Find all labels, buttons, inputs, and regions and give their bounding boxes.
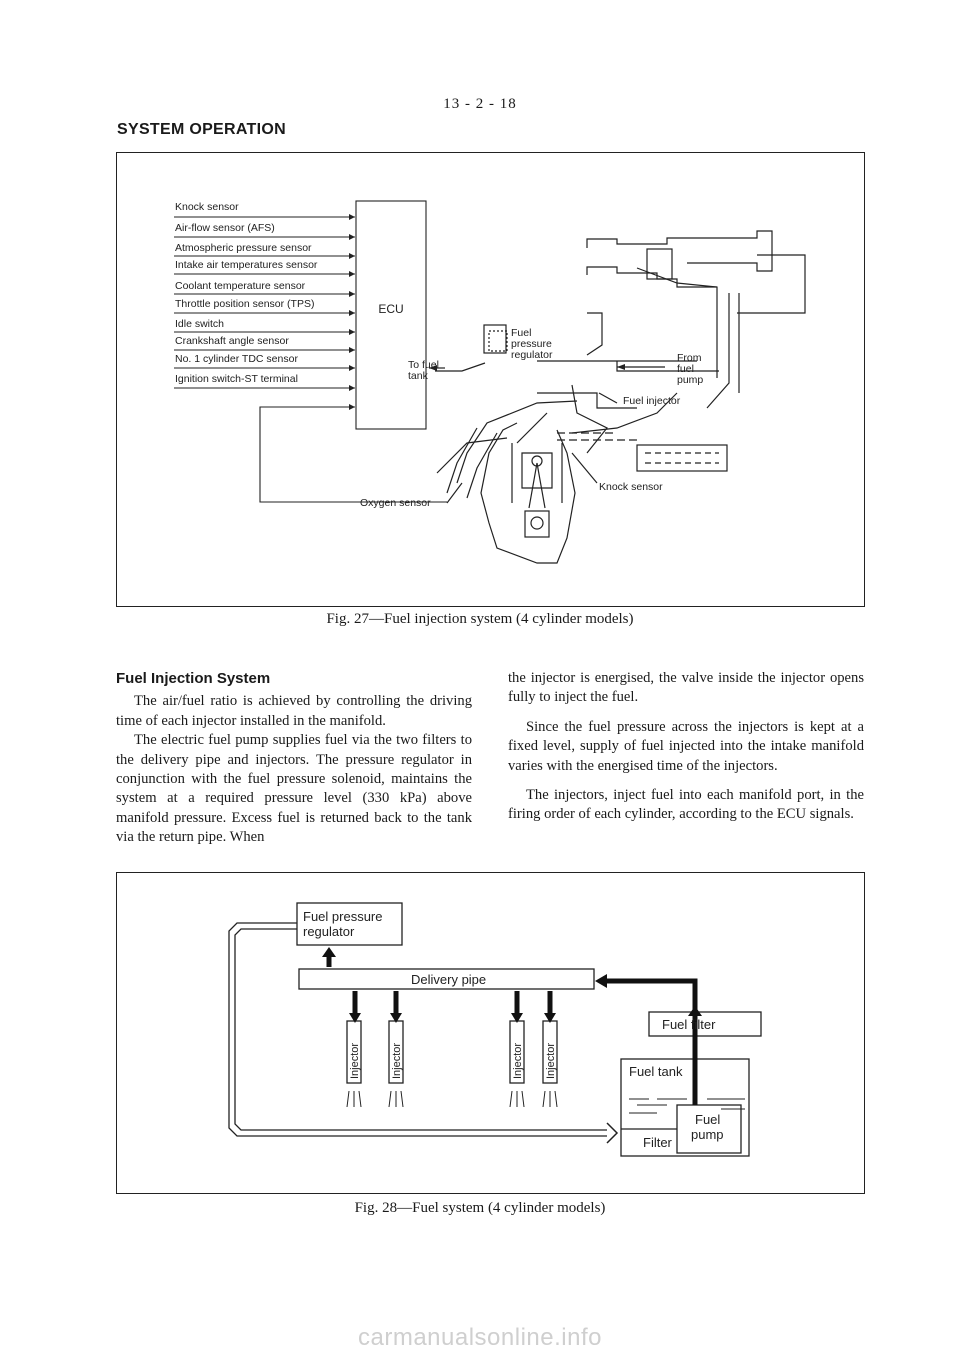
paragraph: The electric fuel pump supplies fuel via… [116, 732, 472, 846]
paragraph: the injector is energised, the valve ins… [508, 670, 864, 706]
injector-label: Injector [391, 1043, 403, 1079]
paragraph: Since the fuel pressure across the injec… [508, 718, 864, 774]
fuel-injector-label: Fuel injector [623, 395, 681, 407]
sensor-label: Idle switch [175, 318, 224, 330]
sensor-label: Atmospheric pressure sensor [175, 242, 312, 254]
fuel-system-diagram: Fuel pressure regulator Delivery pipe Fu… [228, 902, 762, 1157]
fuel-pump-label: Fuel [695, 1112, 720, 1127]
sensor-label: Crankshaft angle sensor [175, 335, 289, 347]
regulator-label: Fuel pressure [303, 909, 382, 924]
oxygen-sensor-label: Oxygen sensor [360, 497, 431, 509]
subheading: Fuel Injection System [116, 670, 271, 687]
to-fuel-tank-label: tank [408, 370, 429, 382]
paragraph: The air/fuel ratio is achieved by contro… [116, 693, 472, 729]
filter-label: Filter [643, 1135, 673, 1150]
paragraph: The injectors, inject fuel into each man… [508, 787, 864, 823]
sensor-label: Intake air temperatures sensor [175, 259, 318, 271]
sensor-label: No. 1 cylinder TDC sensor [175, 353, 298, 365]
sensor-label: Ignition switch-ST terminal [175, 373, 298, 385]
from-fuel-pump-label: fuel [677, 363, 694, 375]
text-column-left: Fuel Injection System The air/fuel ratio… [116, 669, 472, 848]
injector-label: Injector [349, 1043, 361, 1079]
fuel-tank-label: Fuel tank [629, 1064, 683, 1079]
to-fuel-tank-label: To fuel [408, 359, 439, 371]
sensor-label: Throttle position sensor (TPS) [175, 298, 314, 310]
ecu-label: ECU [378, 302, 403, 316]
fuel-filter-label: Fuel filter [662, 1017, 716, 1032]
fuel-pressure-regulator-label: pressure [511, 338, 552, 350]
delivery-pipe-label: Delivery pipe [411, 972, 486, 987]
fuel-pump-label: pump [691, 1127, 724, 1142]
figure-28-caption: Fig. 28—Fuel system (4 cylinder models) [354, 1200, 606, 1216]
injector-label: Injector [512, 1043, 524, 1079]
sensor-label: Knock sensor [175, 201, 239, 213]
figure-27: Knock sensor Air-flow sensor (AFS) Atmos… [116, 152, 865, 607]
text-column-right: the injector is energised, the valve ins… [508, 669, 864, 825]
sensor-label: Coolant temperature sensor [175, 280, 306, 292]
page-number: 13 - 2 - 18 [443, 96, 517, 112]
footer-watermark: carmanualsonline.info [358, 1324, 602, 1351]
fuel-pressure-regulator-label: Fuel [511, 327, 531, 339]
section-title: SYSTEM OPERATION [117, 121, 286, 138]
from-fuel-pump-label: pump [677, 374, 703, 386]
sensor-label: Air-flow sensor (AFS) [175, 222, 275, 234]
regulator-label: regulator [303, 924, 355, 939]
fuel-injection-diagram: Knock sensor Air-flow sensor (AFS) Atmos… [174, 200, 806, 564]
injector-label: Injector [545, 1043, 557, 1079]
from-fuel-pump-label: From [677, 352, 702, 364]
figure-27-caption: Fig. 27—Fuel injection system (4 cylinde… [326, 611, 634, 627]
figure-28: Fuel pressure regulator Delivery pipe Fu… [116, 872, 865, 1194]
fuel-pressure-regulator-label: regulator [511, 349, 553, 361]
knock-sensor-label: Knock sensor [599, 481, 663, 493]
